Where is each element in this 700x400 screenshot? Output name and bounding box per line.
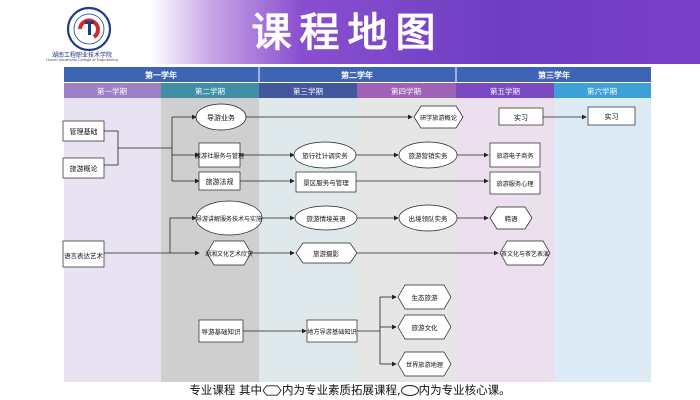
- logo-school-name-en: Hunan Vocational College of Engineering: [46, 58, 118, 62]
- course-label-lvyou-fuwu-xinli: 旅游服务心理: [496, 180, 533, 188]
- course-label-shixi-1: 实习: [514, 113, 528, 122]
- footnote: 专业课程 其中 内为专业素质拓展课程, 内为专业核心课。: [0, 382, 700, 398]
- course-label-jingqu-fuwu: 景区服务与管理: [303, 178, 349, 187]
- year-label-1: 第一学年: [145, 70, 177, 80]
- course-lvxingshe-jidiao: [293, 141, 357, 169]
- course-yanxue-lvyou: [413, 105, 464, 129]
- course-shixi-1: [498, 107, 544, 126]
- course-yuyan-biaoda: [62, 240, 105, 268]
- course-hanyu: [489, 206, 533, 230]
- logo-emblem: [66, 6, 112, 52]
- course-guanli-jichu: [62, 120, 105, 142]
- term-label-1: 第一学期: [97, 86, 127, 96]
- course-lvyou-qingjing: [294, 205, 358, 231]
- term4-column: [357, 98, 456, 382]
- course-shijie-lvyou: [397, 351, 452, 377]
- year-label-2: 第二学年: [341, 70, 373, 80]
- course-jingqu-fuwu: [295, 171, 357, 193]
- course-label-lvyou-wenhua: 旅游文化: [412, 323, 439, 332]
- course-shixi-2: [587, 106, 636, 126]
- term-label-2: 第二学期: [195, 86, 225, 96]
- course-lvyou-fagui: [198, 171, 241, 191]
- logo-school-name: 湖南工程职业技术学院: [51, 52, 112, 59]
- term-label-5: 第五学期: [490, 86, 520, 96]
- term-label-3: 第三学期: [293, 86, 323, 96]
- course-label-lvyou-sheying: 旅游摄影: [313, 249, 340, 258]
- course-shengtai-lvyou: [397, 284, 452, 310]
- course-label-shengtai-lvyou: 生态旅游: [412, 293, 439, 302]
- course-xiangxiang-wenhua: [206, 240, 252, 266]
- course-lvyou-yingxiao: [398, 141, 458, 169]
- course-label-lvxingshe-fuwu: 旅游社服务与管理: [195, 152, 245, 160]
- course-label-difang-daoyou: 地方导游基础知识: [307, 328, 357, 336]
- hexagon-icon: [262, 384, 282, 396]
- course-label-daoyou-jiangjie: 导游讲解服务技术与实施: [196, 215, 262, 223]
- course-lvyou-gailun: [62, 157, 105, 179]
- course-label-yanxue-lvyou: 研学旅游概论: [420, 114, 458, 122]
- course-label-lvyou-qingjing: 旅游情境英语: [307, 214, 347, 223]
- school-logo: [44, 5, 134, 61]
- course-label-lvyou-gailun: 旅游概论: [70, 164, 98, 173]
- course-label-shijie-lvyou: 世界旅游地理: [406, 361, 443, 369]
- course-label-chawenhua: 茶文化与茶艺表演: [501, 250, 549, 258]
- course-label-lvxingshe-jidiao: 旅行社计调实务: [302, 151, 348, 160]
- course-label-daoyou-jichu: 导游基础知识: [202, 327, 242, 336]
- course-label-lvyou-yingxiao: 旅游营销实务: [409, 151, 449, 160]
- page-title: 课程地图: [251, 10, 444, 56]
- course-label-xiangxiang-wenhua: 湖湘文化艺术欣赏: [205, 250, 253, 258]
- term-label-4: 第四学期: [391, 86, 421, 96]
- course-chawenhua: [499, 240, 551, 266]
- course-lvxingshe-fuwu: [198, 142, 241, 168]
- course-label-daoyou-ye: 导游业务: [207, 113, 235, 122]
- course-label-lvyou-fagui: 旅游法规: [206, 177, 234, 186]
- footnote-part2: 内为专业素质拓展课程,: [282, 383, 401, 397]
- term6-column: [554, 98, 651, 382]
- course-label-chujing-lingdui: 出境领队实务: [409, 214, 449, 223]
- term-label-6: 第六学期: [587, 86, 617, 96]
- year-label-3: 第三学年: [538, 70, 570, 80]
- course-label-hanyu: 韩语: [505, 214, 519, 223]
- header-banner: [0, 0, 700, 64]
- course-chujing-lingdui: [398, 204, 458, 232]
- course-label-guanli-jichu: 管理基础: [70, 127, 98, 136]
- course-label-lvyou-dianzi: 旅游电子商务: [496, 152, 533, 160]
- term5-column: [456, 98, 554, 382]
- term1-column: [64, 98, 161, 382]
- footnote-part3: 内为专业核心课。: [418, 383, 511, 397]
- course-lvyou-fuwu-xinli: [489, 171, 541, 195]
- course-difang-daoyou: [306, 319, 358, 343]
- footnote-part1: 专业课程 其中: [189, 383, 262, 397]
- course-label-yuyan-biaoda: 语言表达艺术: [64, 251, 104, 260]
- course-lvyou-dianzi: [489, 142, 541, 168]
- course-lvyou-wenhua: [397, 314, 452, 340]
- course-label-shixi-2: 实习: [605, 112, 619, 121]
- course-lvyou-sheying: [295, 242, 358, 264]
- ellipse-icon: [400, 384, 419, 396]
- course-daoyou-jichu: [198, 319, 244, 343]
- course-daoyou-jiangjie: [195, 200, 263, 236]
- course-daoyou-ye: [195, 103, 247, 131]
